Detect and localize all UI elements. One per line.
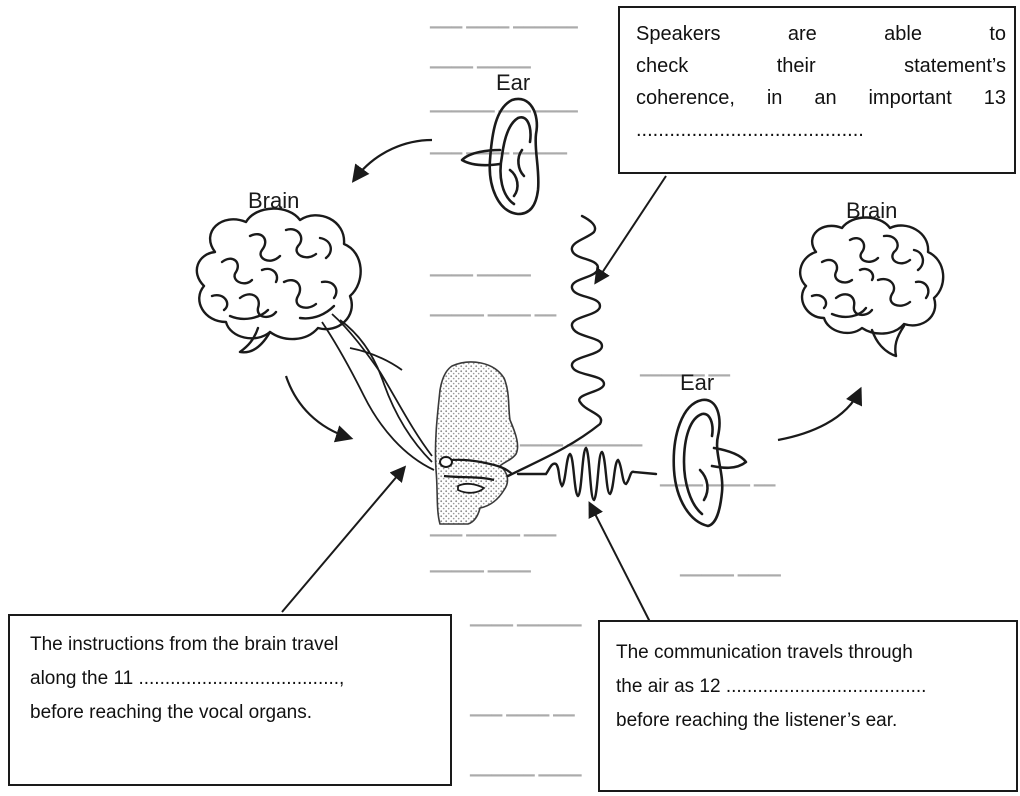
answer-blank-11[interactable]: along the 11 ...........................… xyxy=(30,662,440,696)
box-11-line-1: The instructions from the brain travel xyxy=(30,628,440,662)
arrow-ear-to-brain xyxy=(354,140,432,180)
box-13-line-1: Speakers are able to xyxy=(636,18,1006,50)
brain-left-label: Brain xyxy=(248,188,299,214)
question-box-13: Speakers are able to check their stateme… xyxy=(618,6,1016,174)
ear-top-label: Ear xyxy=(496,70,530,96)
pointer-11 xyxy=(282,468,404,612)
question-box-11: The instructions from the brain travel a… xyxy=(8,614,452,786)
answer-blank-13[interactable]: ........................................… xyxy=(636,114,1006,146)
box-11-line-3: before reaching the vocal organs. xyxy=(30,696,440,730)
question-box-12: The communication travels through the ai… xyxy=(598,620,1018,792)
brain-right-icon xyxy=(800,218,943,357)
speaker-head-icon xyxy=(435,362,517,524)
answer-blank-12[interactable]: the air as 12 ..........................… xyxy=(616,670,1006,704)
box-13-line-2: check their statement’s xyxy=(636,50,1006,82)
arrow-ear-to-brain-right xyxy=(778,390,860,440)
box-12-line-3: before reaching the listener’s ear. xyxy=(616,704,1006,738)
ear-right-label: Ear xyxy=(680,370,714,396)
nerve-lines xyxy=(322,314,434,470)
arrow-brain-to-mouth xyxy=(286,376,350,438)
pointer-12 xyxy=(590,504,650,622)
sound-wave-horizontal xyxy=(518,448,656,500)
ear-right-icon xyxy=(674,400,746,526)
sound-wave-up xyxy=(508,216,604,476)
box-13-line-3: coherence, in an important 13 xyxy=(636,82,1006,114)
pointer-13 xyxy=(596,176,666,282)
ear-top-icon xyxy=(462,99,538,214)
brain-left-icon xyxy=(197,209,361,353)
brain-right-label: Brain xyxy=(846,198,897,224)
box-12-line-1: The communication travels through xyxy=(616,636,1006,670)
